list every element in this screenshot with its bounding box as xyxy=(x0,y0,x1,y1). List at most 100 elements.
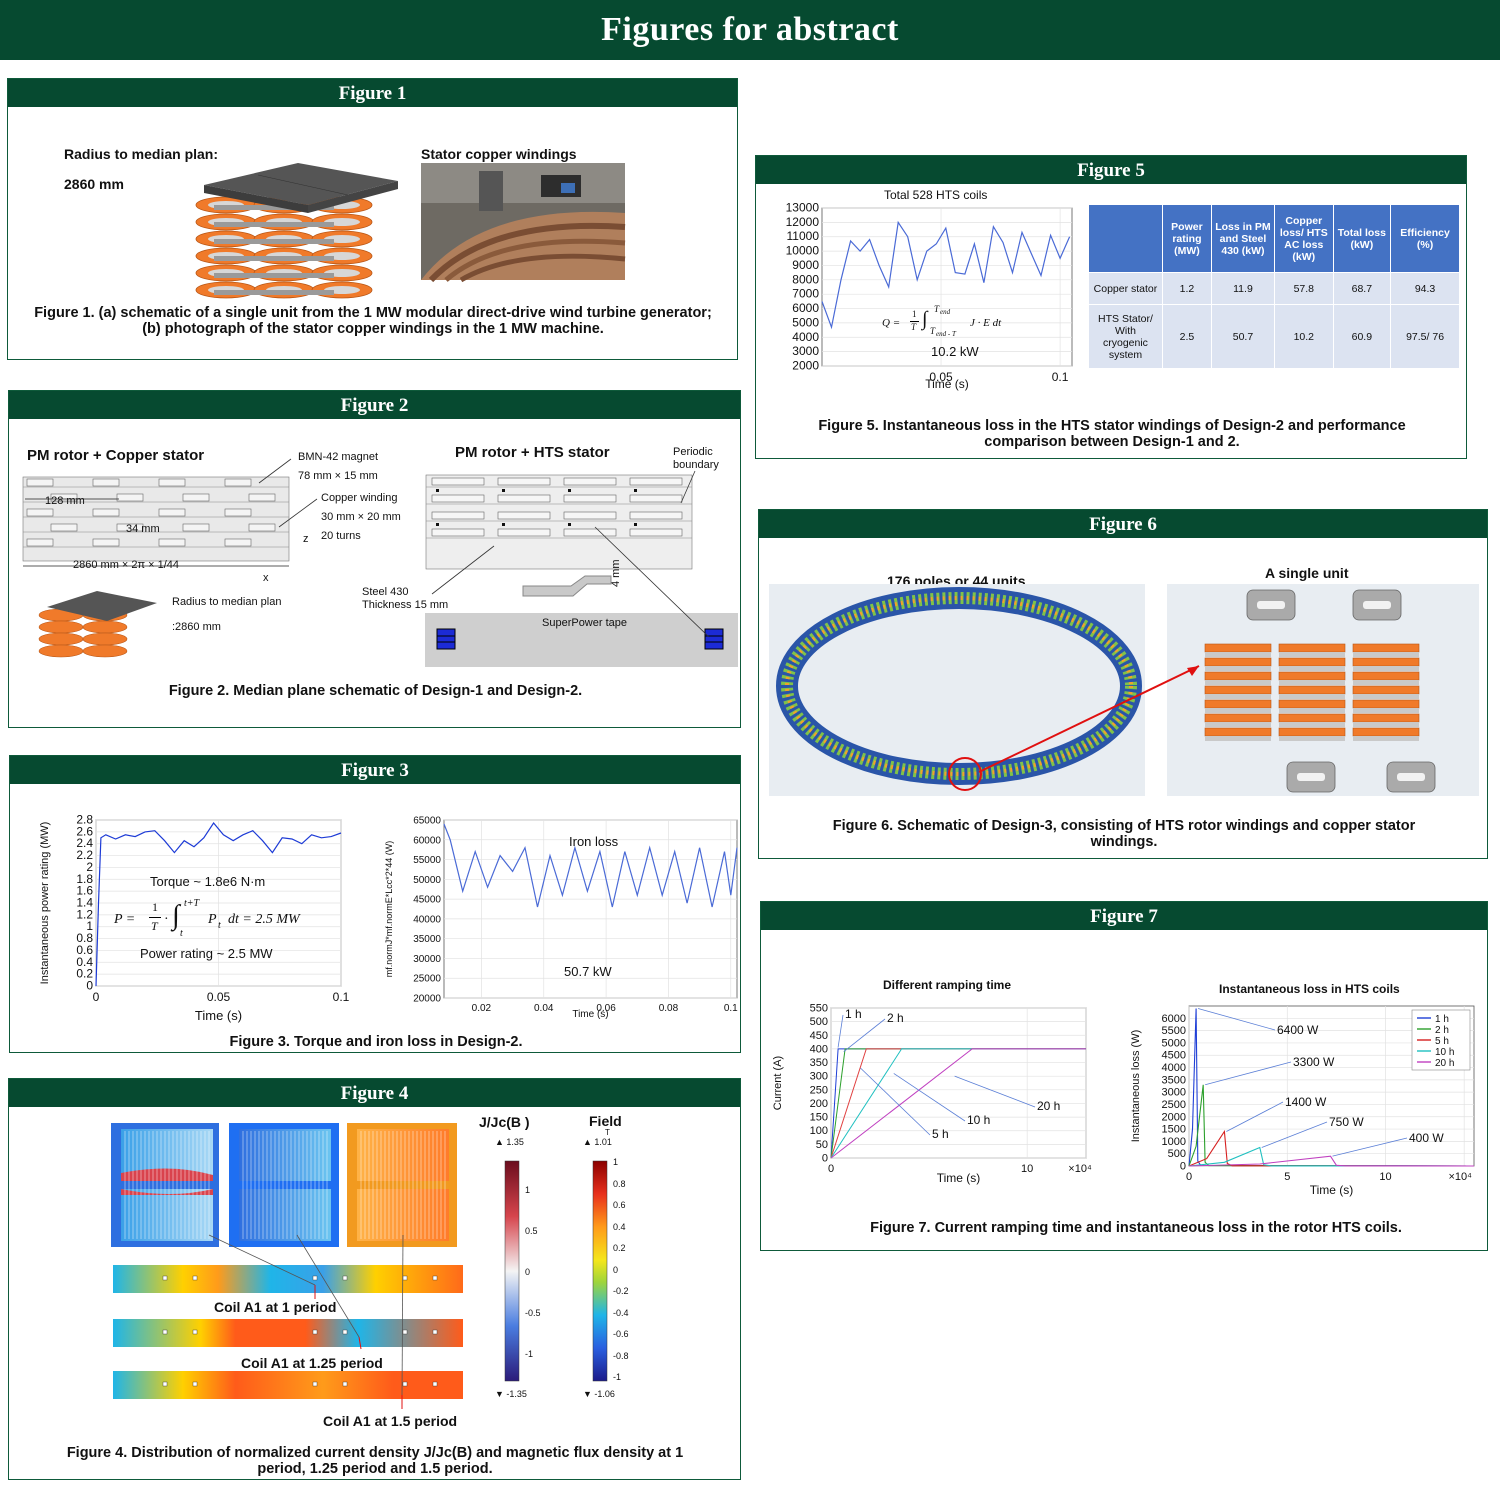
fig5-performance-table: Power rating (MW) Loss in PM and Steel 4… xyxy=(1088,204,1460,369)
y-tick-label: 1.6 xyxy=(76,884,93,898)
table-header-cell: Efficiency (%) xyxy=(1390,204,1460,273)
ramp-label: 5 h xyxy=(932,1127,949,1141)
fig2-leader-lines xyxy=(258,458,710,638)
steel-layer xyxy=(1279,722,1345,727)
y-tick-label: 50000 xyxy=(413,875,441,886)
steel-layer xyxy=(1279,666,1345,671)
ramp-leader xyxy=(954,1075,1036,1108)
top-plate-seam xyxy=(257,174,349,196)
hts-coil-mark xyxy=(502,489,505,492)
y-tick-label: 100 xyxy=(810,1125,828,1137)
fig2-dim-128: 128 mm xyxy=(45,495,85,507)
steel-layer xyxy=(1279,708,1345,713)
y-tick-label: 2.6 xyxy=(76,824,93,838)
fig4-field-tick: 0 xyxy=(613,1265,619,1275)
fig5-formula: Q = 1 T ∫ T end T end - T J · E dt xyxy=(882,304,1002,338)
fig3-formula-sub: t xyxy=(218,920,221,931)
y-tick-label: 450 xyxy=(810,1030,828,1042)
steel-layer xyxy=(1353,722,1419,727)
y-tick-label: 13000 xyxy=(786,201,820,215)
y-tick-label: 0.2 xyxy=(76,967,93,981)
ramp-leader xyxy=(860,1067,931,1136)
y-tick-label: 2 xyxy=(86,860,93,874)
magnet-block xyxy=(563,511,617,520)
steel-plate xyxy=(214,256,334,261)
y-tick-label: 25000 xyxy=(413,974,441,985)
loss-label: 400 W xyxy=(1409,1131,1444,1145)
magnet-block xyxy=(26,508,54,517)
hts-coil-mark xyxy=(502,523,505,526)
y-tick-label: 8000 xyxy=(792,272,819,286)
y-tick-label: 9000 xyxy=(792,258,819,272)
coil-mark xyxy=(342,1329,348,1335)
magnet-block xyxy=(158,538,186,547)
figure-7-header: Figure 7 xyxy=(761,902,1487,930)
fig4-field-title: Field xyxy=(589,1113,622,1129)
magnet-block xyxy=(158,478,186,487)
steel-layer xyxy=(1205,652,1271,657)
steel-layer xyxy=(1205,708,1271,713)
magnet-block xyxy=(431,511,485,520)
y-tick-label: 4500 xyxy=(1162,1050,1186,1062)
fig2-tape-detail xyxy=(522,575,612,597)
hts-coil-mark xyxy=(568,523,571,526)
x-tick-label: 10 xyxy=(1379,1171,1391,1183)
figure-1-panel: Figure 1 Radius to median plan: 2860 mm … xyxy=(7,78,738,360)
legend-entry: 20 h xyxy=(1435,1058,1454,1069)
y-tick-label: 200 xyxy=(810,1098,828,1110)
fig4-field-tick: -0.6 xyxy=(613,1329,629,1339)
magnet-block xyxy=(629,477,683,486)
hts-pole-slot xyxy=(1363,601,1391,609)
y-tick-label: 250 xyxy=(810,1084,828,1096)
fig1-stator-photo xyxy=(421,163,626,283)
top-plate xyxy=(204,163,398,205)
y-tick-label: 6000 xyxy=(1162,1013,1186,1025)
x-tick-label: ×10⁴ xyxy=(1448,1171,1472,1183)
fig3-iron-loss-label: Iron loss xyxy=(569,834,619,849)
magnet-block xyxy=(431,528,485,537)
y-tick-label: 400 xyxy=(810,1043,828,1055)
table-cell: 10.2 xyxy=(1274,304,1334,369)
fig2-axis-z: z xyxy=(303,533,309,545)
figure-7-caption: Figure 7. Current ramping time and insta… xyxy=(870,1220,1402,1236)
x-tick-label: 0.1 xyxy=(333,990,350,1004)
top-plate-edge xyxy=(204,185,308,213)
y-tick-label: 1.8 xyxy=(76,872,93,886)
fig5-formula-q: Q = xyxy=(882,317,901,329)
y-tick-label: 300 xyxy=(810,1071,828,1083)
ramp-leader xyxy=(837,1014,844,1048)
y-tick-label: 50 xyxy=(816,1139,828,1151)
loss-label: 750 W xyxy=(1329,1115,1364,1129)
fig4-field-tick: 0.8 xyxy=(613,1179,626,1189)
fig2-dim-34: 34 mm xyxy=(126,523,160,535)
figure-4-header: Figure 4 xyxy=(9,1079,740,1107)
magnet-block xyxy=(182,493,210,502)
figure-1-header: Figure 1 xyxy=(8,79,737,107)
fig4-jjc-max: ▲ 1.35 xyxy=(495,1137,524,1147)
figure-4-panel: Figure 4 xyxy=(8,1078,741,1480)
steel-layer xyxy=(1279,694,1345,699)
figure-6-header: Figure 6 xyxy=(759,510,1487,538)
fig3-formula-lhs: P = xyxy=(114,912,136,927)
x-tick-label: 0.02 xyxy=(472,1003,492,1014)
plot-frame xyxy=(830,1007,1087,1159)
y-tick-label: 3500 xyxy=(1162,1074,1186,1086)
y-tick-label: 4000 xyxy=(1162,1062,1186,1074)
fig4-jjc-min: ▼ -1.35 xyxy=(495,1389,527,1399)
y-tick-label: 12000 xyxy=(786,215,820,229)
series-line xyxy=(1188,1155,1475,1167)
hts-coil-mark xyxy=(634,489,637,492)
coil-mark xyxy=(402,1329,408,1335)
magnet-block xyxy=(224,538,252,547)
y-tick-label: 1500 xyxy=(1162,1124,1186,1136)
x-axis-label: Time (s) xyxy=(937,1171,981,1185)
coil-mark xyxy=(162,1329,168,1335)
coil-ring xyxy=(82,644,128,658)
magnet-block xyxy=(563,494,617,503)
y-tick-label: 7000 xyxy=(792,287,819,301)
fig3-formula-rhs: P xyxy=(208,912,217,927)
fig4-jjc-tick: -0.5 xyxy=(525,1308,541,1318)
y-tick-label: 550 xyxy=(810,1003,828,1015)
fig6-zoom-arrow xyxy=(978,665,1200,773)
fig5-loss-chart: 2000300040005000600070008000900010000110… xyxy=(786,201,1073,391)
